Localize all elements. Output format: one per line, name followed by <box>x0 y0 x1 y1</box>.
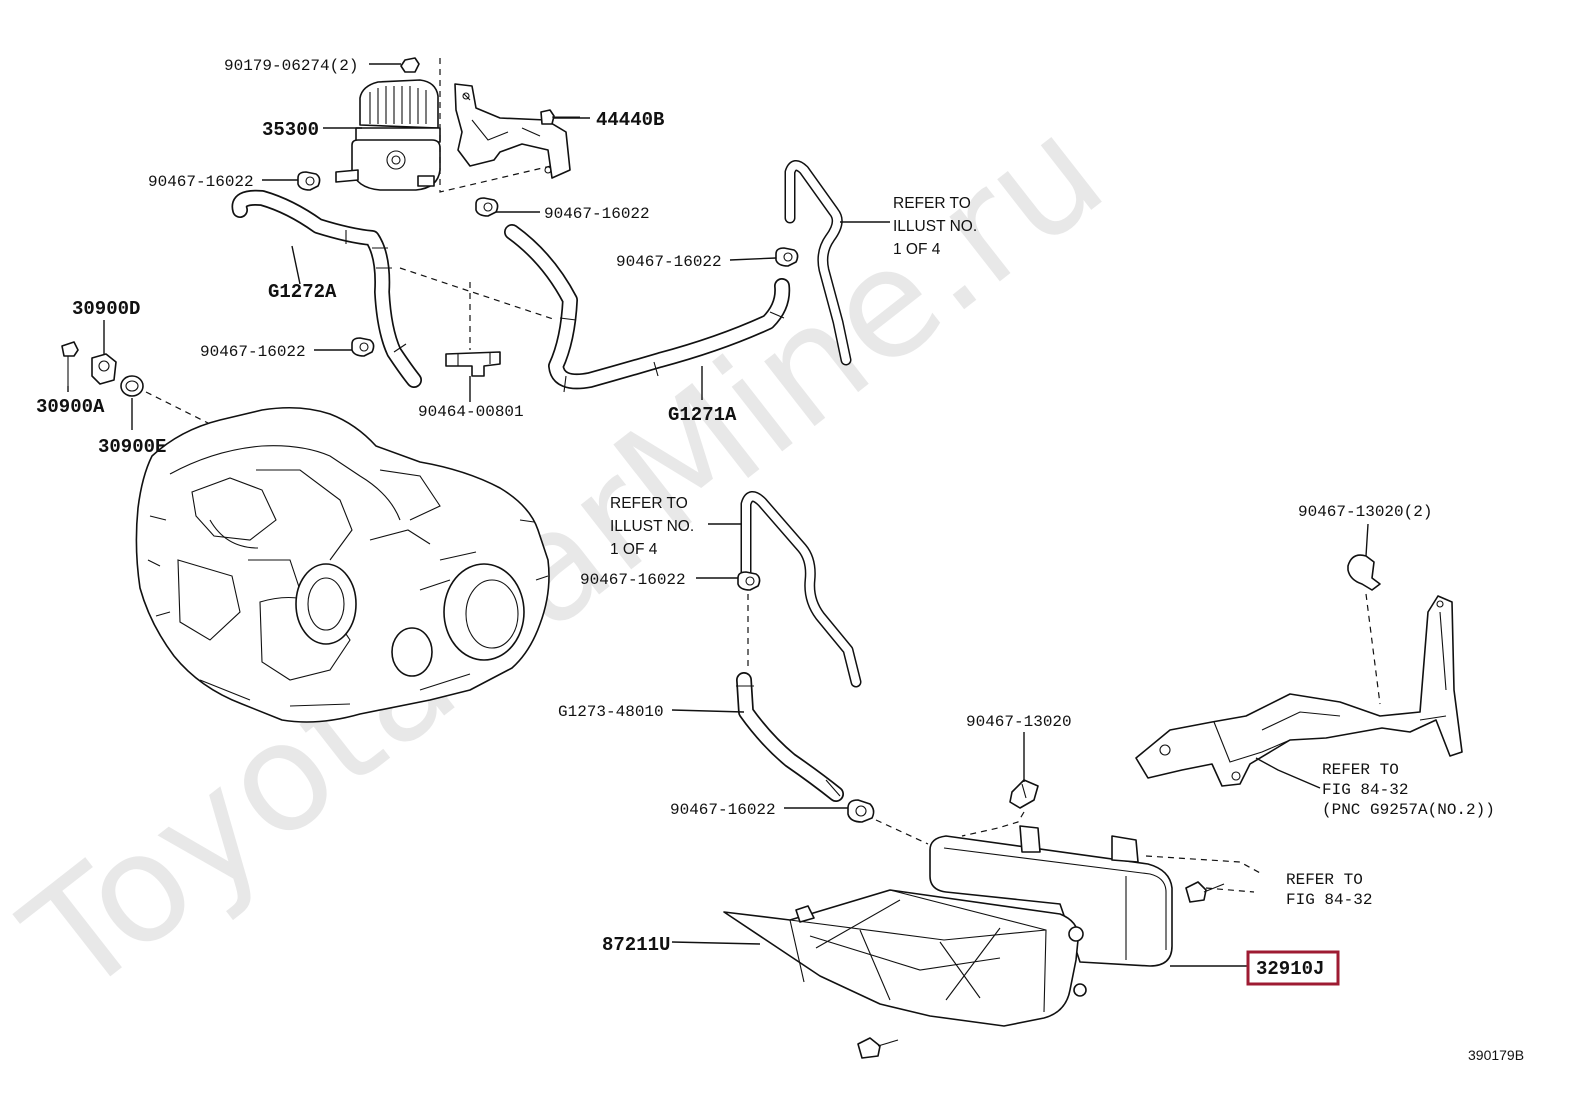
clamp-d[interactable] <box>351 337 375 357</box>
label-87211u[interactable]: 87211U <box>602 934 670 956</box>
clamp-c[interactable] <box>775 247 799 267</box>
clamp-a[interactable] <box>297 171 321 191</box>
label-30900a[interactable]: 30900A <box>36 396 105 418</box>
label-44440b[interactable]: 44440B <box>596 109 664 131</box>
label-32910j[interactable]: 32910J <box>1256 958 1324 980</box>
refer-fig: REFER TO FIG 84-32 <box>1286 871 1372 909</box>
figure-id: 390179B <box>1468 1047 1524 1063</box>
refer-fig-pnc-line-2: FIG 84-32 <box>1322 781 1408 799</box>
label-30900e[interactable]: 30900E <box>98 436 166 458</box>
hose-g1273-48010[interactable] <box>736 672 844 802</box>
bracket-44440b[interactable] <box>454 83 571 179</box>
label-clamp-c[interactable]: 90467-16022 <box>616 253 722 271</box>
valve-assembly-35300[interactable] <box>335 79 441 191</box>
label-clamp-e[interactable]: 90467-16022 <box>580 571 686 589</box>
refer-illust-mid-line-3: 1 OF 4 <box>610 541 658 558</box>
bolt-30900a[interactable] <box>61 341 79 386</box>
refer-illust-top-line-1: REFER TO <box>893 195 971 212</box>
label-g1273-48010[interactable]: G1273-48010 <box>558 703 664 721</box>
pipe-refer-illust-mid <box>740 491 862 688</box>
label-90467-13020-2[interactable]: 90467-13020(2) <box>1298 503 1432 521</box>
washer-30900e[interactable] <box>120 375 144 397</box>
oil-cooler-32910j[interactable] <box>929 825 1173 967</box>
bracket-refer-fig-84-32 <box>1135 595 1463 787</box>
refer-fig-pnc: REFER TO FIG 84-32 (PNC G9257A(NO.2)) <box>1322 761 1495 819</box>
cooler-cover-87211u[interactable] <box>723 889 1087 1027</box>
hose-g1271a[interactable] <box>504 224 791 393</box>
refer-fig-pnc-line-1: REFER TO <box>1322 761 1399 779</box>
label-clamp-f[interactable]: 90467-16022 <box>670 801 776 819</box>
cap-30900d[interactable] <box>91 353 117 385</box>
pipe-refer-illust-top <box>784 160 852 366</box>
label-90179-06274[interactable]: 90179-06274(2) <box>224 57 358 75</box>
label-90464-00801[interactable]: 90464-00801 <box>418 403 524 421</box>
clamp-b[interactable] <box>475 197 499 217</box>
clip-90467-13020[interactable] <box>1009 779 1039 809</box>
highlight-box-32910j <box>1246 950 1340 986</box>
bolt-44440b[interactable] <box>540 109 580 125</box>
label-clamp-d[interactable]: 90467-16022 <box>200 343 306 361</box>
bolt-cooler-mount[interactable] <box>1185 881 1225 903</box>
refer-illust-mid-line-2: ILLUST NO. <box>610 518 694 535</box>
label-clamp-a[interactable]: 90467-16022 <box>148 173 254 191</box>
label-35300[interactable]: 35300 <box>262 119 319 141</box>
refer-illust-top-line-3: 1 OF 4 <box>893 241 941 258</box>
clamp-e[interactable] <box>737 571 761 591</box>
label-90467-13020[interactable]: 90467-13020 <box>966 713 1072 731</box>
label-30900d[interactable]: 30900D <box>72 298 140 320</box>
label-g1272a[interactable]: G1272A <box>268 281 337 303</box>
refer-illust-mid: REFER TO ILLUST NO. 1 OF 4 <box>610 495 694 558</box>
refer-fig-line-2: FIG 84-32 <box>1286 891 1372 909</box>
bolt-90179-06274[interactable] <box>400 57 420 73</box>
clip-90467-13020-2[interactable] <box>1347 554 1381 591</box>
transaxle-assembly <box>135 406 550 723</box>
hose-g1272a[interactable] <box>231 189 422 388</box>
refer-illust-top-line-2: ILLUST NO. <box>893 218 977 235</box>
refer-fig-pnc-line-3: (PNC G9257A(NO.2)) <box>1322 801 1495 819</box>
refer-fig-line-1: REFER TO <box>1286 871 1363 889</box>
bolt-cover[interactable] <box>857 1037 899 1059</box>
clip-90464-00801[interactable] <box>445 351 501 377</box>
label-clamp-b[interactable]: 90467-16022 <box>544 205 650 223</box>
refer-illust-mid-line-1: REFER TO <box>610 495 688 512</box>
clamp-f[interactable] <box>847 799 875 823</box>
refer-illust-top: REFER TO ILLUST NO. 1 OF 4 <box>893 195 977 258</box>
label-g1271a[interactable]: G1271A <box>668 404 737 426</box>
